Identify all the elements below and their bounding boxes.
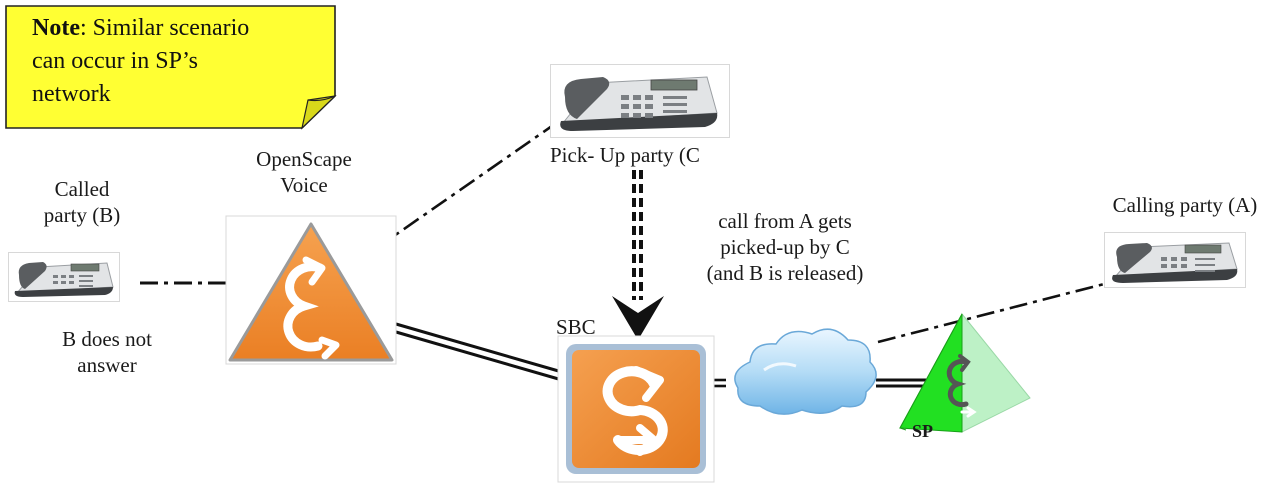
link-sp-to-a xyxy=(877,281,1109,344)
pickup-arrow xyxy=(612,170,664,340)
note-line-3: network xyxy=(32,81,111,107)
note-line-1: Note: Similar scenario xyxy=(32,12,249,45)
desk-phone-icon xyxy=(560,76,718,131)
calling-party-label: Calling party (A) xyxy=(1112,193,1258,217)
phone-a-icon xyxy=(1104,232,1246,288)
openscape-voice-line-2: Voice xyxy=(280,173,328,197)
openscape-voice-line-1: OpenScape xyxy=(256,147,352,171)
called-party-line-1: Called xyxy=(54,177,110,201)
note-text: Note: Similar scenario can occur in SP’s… xyxy=(32,12,249,111)
b-no-answer-label: B does not answer xyxy=(32,326,182,378)
trunk-osv-to-sbc xyxy=(395,322,563,382)
call-pickup-line-2: picked-up by C xyxy=(720,235,850,259)
b-no-answer-line-2: answer xyxy=(77,353,137,377)
network-cloud-icon xyxy=(734,328,877,415)
openscape-voice-label: OpenScape Voice xyxy=(244,146,364,198)
call-pickup-label: call from A gets picked-up by C (and B i… xyxy=(680,208,890,286)
sp-label: SP xyxy=(912,421,934,441)
openscape-voice-triangle-icon xyxy=(225,215,397,365)
pickup-party-label: Pick- Up party (C xyxy=(550,143,700,167)
call-pickup-line-3: (and B is released) xyxy=(706,261,864,285)
note-line-1-rest: : Similar scenario xyxy=(79,15,250,41)
desk-phone-icon xyxy=(1112,242,1238,283)
desk-phone-icon xyxy=(14,262,114,297)
trunk-sbc-to-cloud xyxy=(714,378,726,388)
sbc-label: SBC xyxy=(556,315,596,339)
note-bold: Note xyxy=(32,15,80,41)
call-pickup-line-1: call from A gets xyxy=(718,209,852,233)
called-party-label: Called party (B) xyxy=(32,176,132,228)
called-party-line-2: party (B) xyxy=(43,203,121,227)
note-sticky-icon xyxy=(5,5,337,130)
phone-b-icon xyxy=(8,252,120,302)
phone-c-icon xyxy=(550,64,730,138)
service-provider-pyramid-icon xyxy=(899,312,1031,433)
sbc-square-icon xyxy=(557,335,715,483)
b-no-answer-line-1: B does not xyxy=(62,327,152,351)
note-line-2: can occur in SP’s xyxy=(32,48,198,74)
